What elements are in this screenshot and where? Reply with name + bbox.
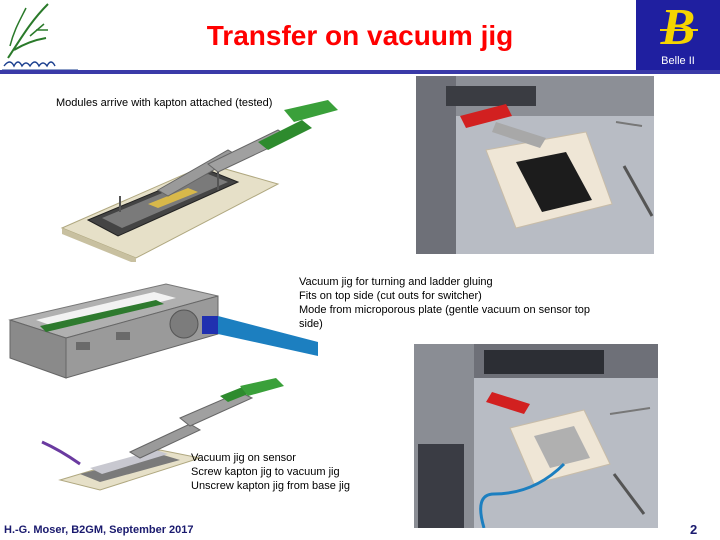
caption-line: Vacuum jig on sensor [191,452,296,464]
cad-render-vacuum-jig-on-sensor [40,378,310,500]
caption-line: Vacuum jig for turning and ladder gluing [299,276,493,288]
caption-vacuum-jig-on-sensor: Vacuum jig on sensor Screw kapton jig to… [191,451,391,493]
caption-modules-arrive: Modules arrive with kapton attached (tes… [56,97,273,109]
caption-line: side) [299,318,323,330]
belle-ii-logo-text: Belle II [661,55,695,67]
caption-line: Unscrew kapton jig from base jig [191,480,350,492]
cad-render-kapton-jig [58,100,348,262]
belle-ii-logo: B Belle II [636,0,720,72]
svg-text:B: B [660,0,696,56]
caption-line: Screw kapton jig to vacuum jig [191,466,340,478]
cad-render-vacuum-jig [6,272,318,388]
slide-title: Transfer on vacuum jig [206,20,514,51]
header-rule [0,70,720,74]
institute-logo [0,0,80,72]
photo-vacuum-jig-lab [414,344,658,528]
photo-kapton-jig-lab [416,76,654,254]
caption-vacuum-jig: Vacuum jig for turning and ladder gluing… [299,275,629,331]
footer-author: H.-G. Moser, B2GM, September 2017 [4,524,194,536]
caption-line: Mode from microporous plate (gentle vacu… [299,304,591,316]
caption-line: Fits on top side (cut outs for switcher) [299,290,482,302]
page-number: 2 [690,522,698,537]
